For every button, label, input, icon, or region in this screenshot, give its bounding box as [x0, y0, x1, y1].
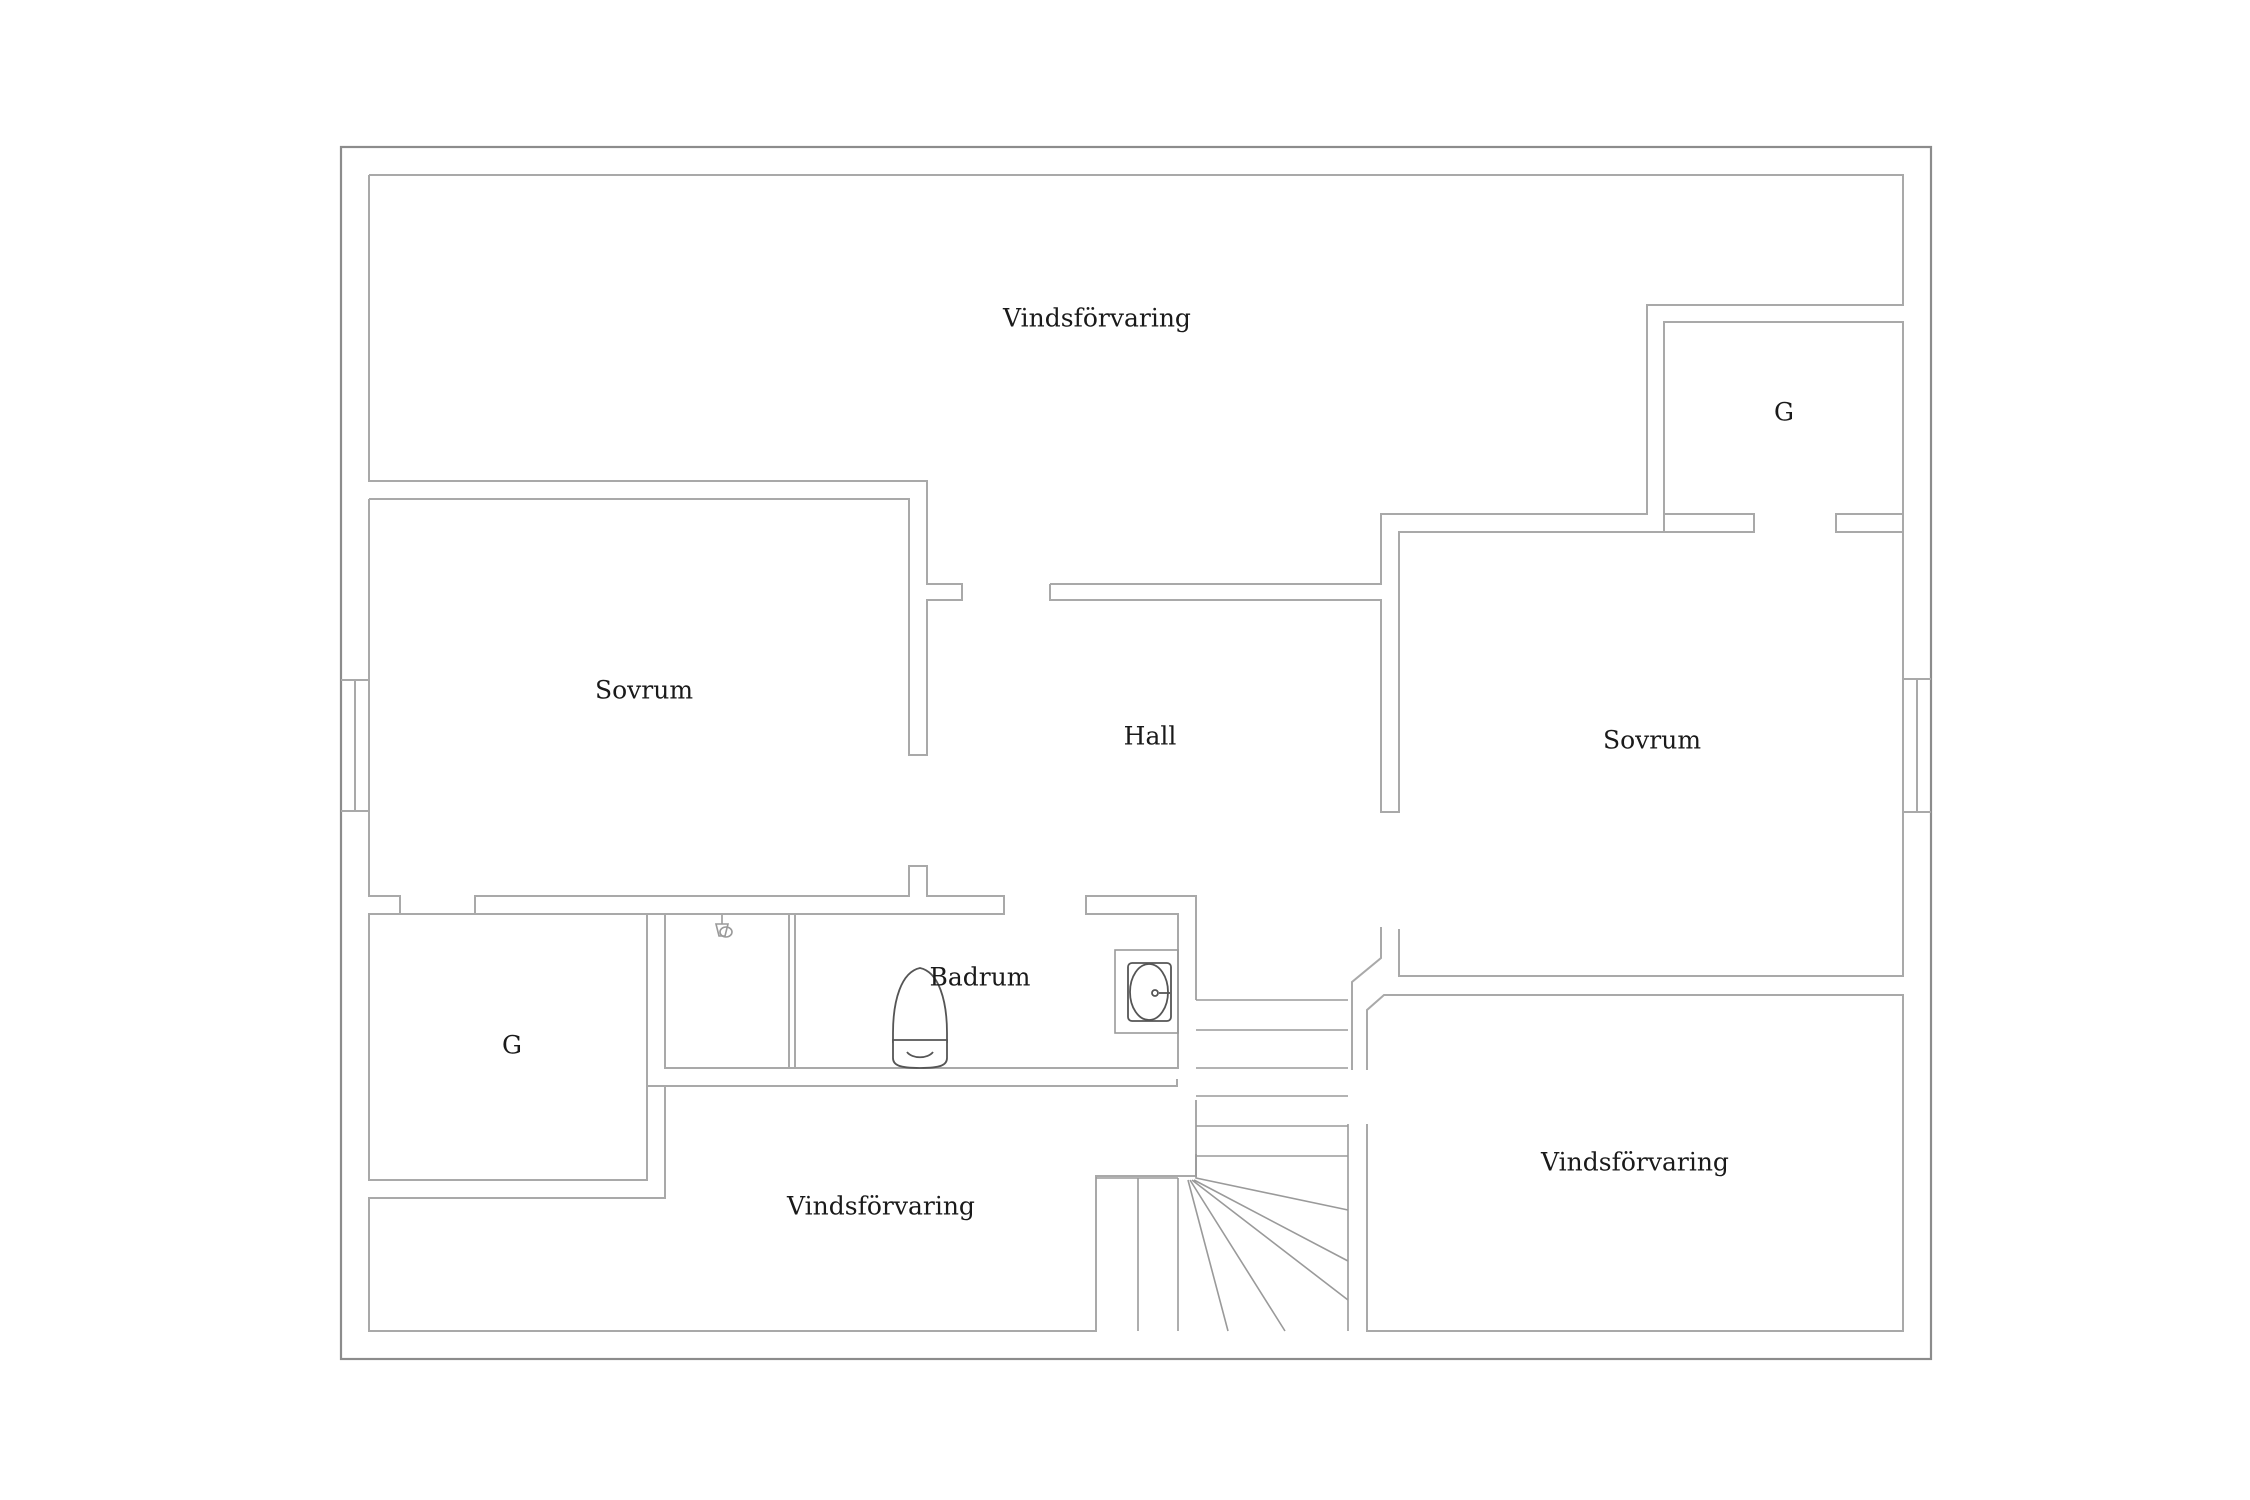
room-label-sovrum-left: Sovrum [595, 676, 693, 705]
wall-g-top-right-door [1664, 513, 1755, 533]
stair-landing [1195, 1154, 1349, 1211]
wall-bottom-storage [368, 1086, 1197, 1332]
wall-bathroom [664, 895, 1197, 1069]
wall-left-bedroom [368, 499, 1178, 1181]
room-label-sovrum-right: Sovrum [1603, 726, 1701, 755]
toilet-detail [906, 1051, 934, 1059]
wall-bottom-right-storage [1366, 994, 1904, 1332]
stair-steps-lower [1096, 1177, 1179, 1331]
room-labels: Vindsförvaring G Sovrum Hall Sovrum Badr… [502, 304, 1794, 1221]
room-label-g-top-right: G [1774, 398, 1794, 427]
sink-cabinet [1114, 949, 1179, 1034]
interior-walls [341, 174, 1931, 1332]
wall-shower-partition [788, 914, 796, 1068]
wall-right-bedroom [1398, 498, 1904, 977]
wall-hall-right [1049, 321, 1904, 813]
sink-icon [1114, 949, 1179, 1034]
room-label-badrum: Badrum [929, 963, 1030, 992]
shower-head-icon [714, 915, 733, 938]
window-left [341, 679, 369, 812]
staircase [1096, 999, 1349, 1332]
stair-steps-upper [1196, 999, 1348, 1157]
sink-drain [1151, 989, 1159, 997]
shower-nozzle [719, 926, 733, 938]
stair-winders [1187, 1179, 1349, 1332]
wall-stair-top-right [1351, 927, 1382, 1070]
wall-g-bottom-left [385, 913, 648, 1181]
toilet-icon [892, 967, 948, 1069]
room-label-vindsforvaring-bottom-center: Vindsförvaring [786, 1192, 975, 1221]
room-label-hall: Hall [1124, 722, 1177, 751]
wall-top-storage-left [368, 175, 963, 756]
room-label-vindsforvaring-bottom-right: Vindsförvaring [1540, 1148, 1729, 1177]
room-label-vindsforvaring-top: Vindsförvaring [1002, 304, 1191, 333]
wall-bathroom-top [474, 865, 1005, 915]
window-right [1903, 678, 1931, 813]
outer-walls [339, 145, 1933, 1361]
shower-head [714, 915, 730, 937]
outer-wall-boundary [339, 145, 1933, 1361]
wall-top-storage [369, 174, 1904, 585]
toilet-bowl [892, 967, 948, 1043]
sink-bowl [1129, 963, 1169, 1021]
room-label-g-bottom-left: G [502, 1031, 522, 1060]
